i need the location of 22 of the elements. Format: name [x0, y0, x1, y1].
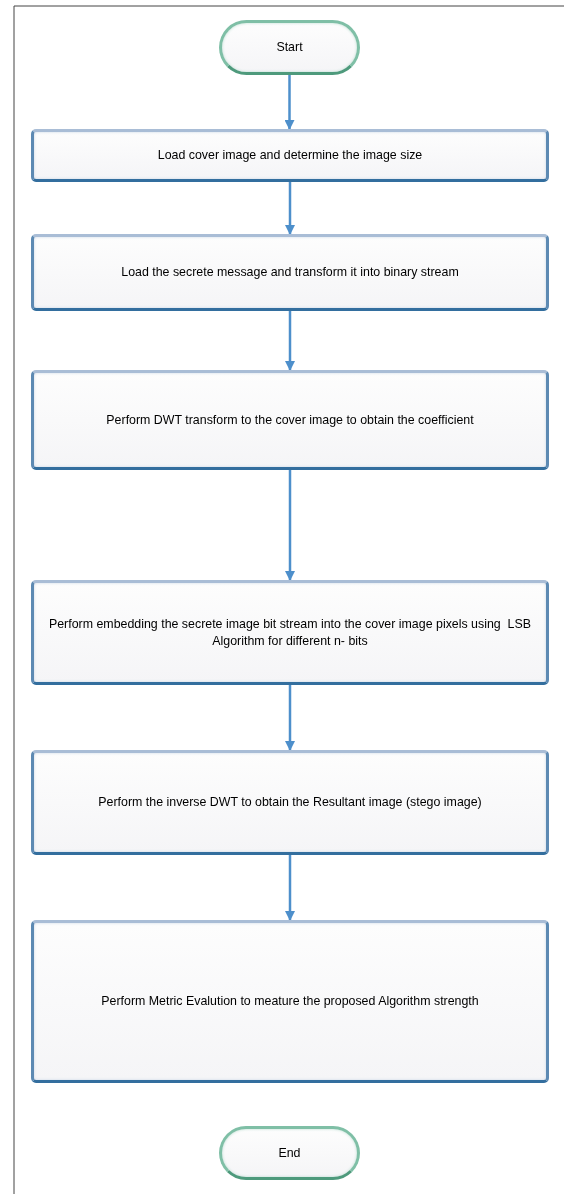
step-label: Load cover image and determine the image size	[156, 147, 424, 164]
step-label: End	[277, 1144, 302, 1162]
step-label: Perform embedding the secrete image bit stream into the cover image pixels using LSB Algorithm for different n- bits	[47, 615, 533, 650]
terminal-pill	[219, 20, 360, 75]
step-label: Start	[275, 39, 304, 56]
arrow	[285, 855, 295, 921]
arrow	[285, 685, 295, 751]
step-label: Perform Metric Evalution to meature the proposed Algorithm strength	[100, 993, 480, 1010]
process-box	[31, 129, 549, 182]
process-box	[31, 580, 549, 685]
process-box	[31, 234, 549, 311]
step-label: Perform the inverse DWT to obtain the Resultant image (stego image)	[97, 794, 483, 811]
terminal-pill	[219, 1126, 360, 1180]
step-label: Load the secrete message and transform it into binary stream	[120, 264, 460, 281]
process-box	[31, 920, 549, 1083]
process-box	[31, 370, 549, 470]
arrow	[285, 470, 295, 581]
arrow	[285, 311, 295, 371]
arrow	[285, 182, 295, 235]
process-box	[31, 750, 549, 855]
arrow	[284, 75, 295, 130]
step-label: Perform DWT transform to the cover image to obtain the coefficient	[105, 411, 475, 429]
